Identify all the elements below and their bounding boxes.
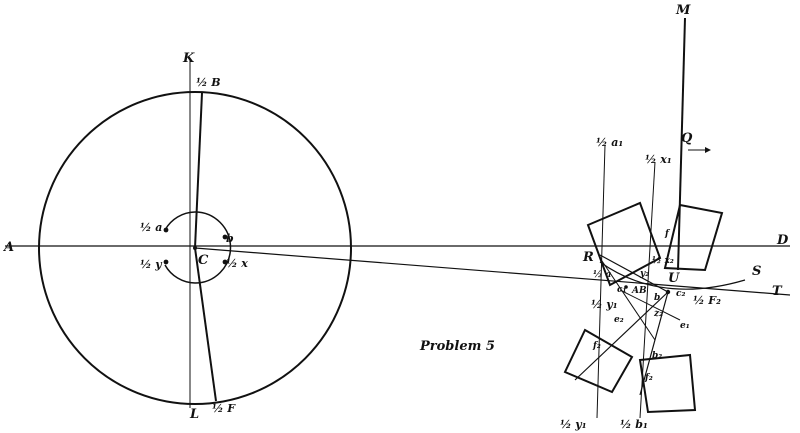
label-e1: e₁: [680, 321, 690, 331]
label-f: f: [664, 229, 671, 239]
label-half-a-small: ½ a: [593, 269, 612, 280]
label-half-f: ½ F: [212, 402, 236, 415]
line-a1-y1: [596, 144, 606, 419]
label-c: C: [198, 253, 209, 268]
point-c: [193, 246, 197, 250]
point-a: [163, 227, 169, 233]
vertical-line-m: [677, 17, 686, 271]
label-half-x1: ½ x₁: [645, 153, 672, 166]
line-x1-b1: [639, 161, 656, 419]
label-f2-right: f₂: [644, 373, 653, 383]
label-d: D: [776, 233, 789, 248]
label-half-a: ½ a: [140, 221, 162, 234]
label-r: R: [582, 250, 594, 265]
radius-to-f: [194, 247, 217, 402]
label-half-f2: ½ F₂: [693, 294, 721, 307]
label-q: Q: [681, 131, 693, 146]
line-r-c2: [599, 254, 669, 293]
label-s: S: [752, 264, 761, 279]
label-ab: AB: [631, 286, 647, 296]
radius-to-b: [194, 92, 203, 249]
label-y2: y₂: [639, 269, 649, 279]
large-circle: [38, 91, 352, 405]
label-half-y: ½ y: [140, 258, 163, 271]
label-b2: b₂: [652, 351, 662, 361]
label-half-x: ½ x: [226, 257, 248, 270]
label-half-b1: ½ b₁: [620, 418, 648, 431]
label-e2: e₂: [614, 315, 624, 325]
point-b: [222, 234, 228, 240]
lower-right-block: [638, 353, 697, 414]
label-half-x2: ½ x₂: [652, 255, 674, 266]
point-c2: [665, 289, 671, 295]
label-b: b: [654, 293, 660, 303]
label-a: A: [2, 240, 14, 255]
lower-left-block: [563, 328, 634, 394]
title-problem: Problem 5: [419, 339, 495, 354]
label-half-a1: ½ a₁: [596, 136, 623, 149]
label-u: U: [668, 271, 680, 286]
small-arc-left-bottom: [164, 264, 196, 284]
label-c1: c₁: [617, 285, 626, 295]
line-r-lower: [599, 257, 656, 341]
label-c2: c₂: [676, 289, 685, 299]
label-half-y1-bottom: ½ y₁: [560, 418, 587, 431]
label-half-y1: ½ y₁: [591, 298, 618, 311]
small-arc-right: [194, 211, 232, 284]
label-t: T: [772, 284, 783, 299]
upper-left-block: [586, 201, 662, 287]
arrow-q-head: [705, 147, 711, 153]
line-c-t: [194, 247, 791, 296]
point-y: [163, 259, 169, 265]
label-z2: z₂: [653, 309, 663, 319]
label-l: L: [189, 407, 199, 422]
upper-right-block: [663, 203, 724, 272]
curve-s: [599, 261, 746, 290]
line-c2-lower-left: [574, 291, 669, 381]
label-m: M: [675, 3, 691, 18]
point-x: [222, 259, 228, 265]
line-e1-e2: [619, 289, 681, 321]
line-c2-lower-right: [639, 291, 669, 396]
point-c1: [624, 285, 628, 289]
label-half-b-small: b: [226, 232, 234, 245]
label-half-b: ½ B: [196, 76, 221, 89]
label-k: K: [182, 51, 195, 66]
label-f2-left: f₂: [592, 341, 601, 351]
small-arc-left-top: [164, 211, 196, 231]
